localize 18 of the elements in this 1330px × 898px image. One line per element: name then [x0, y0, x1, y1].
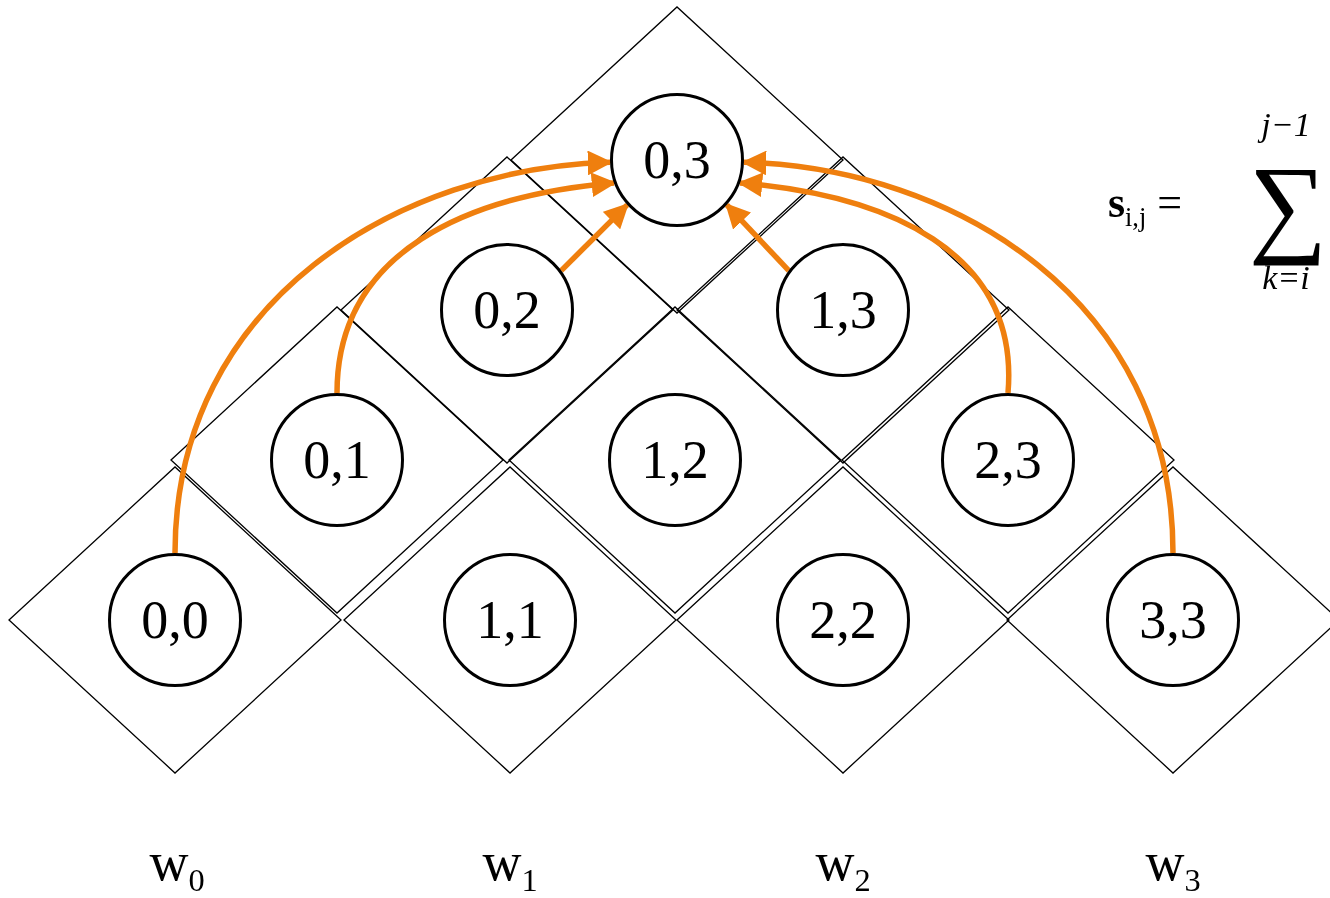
node-label: 0,0 [141, 593, 209, 647]
node-label: 0,2 [473, 283, 541, 337]
node-label: 3,3 [1139, 593, 1207, 647]
arrow [737, 173, 1011, 393]
word-label: w$_{3}$ [1145, 830, 1201, 898]
node-label: 2,3 [974, 433, 1042, 487]
node-label: 1,2 [641, 433, 709, 487]
node-label: 1,3 [809, 283, 877, 337]
node-label: 1,1 [476, 593, 544, 647]
node-label: 2,2 [809, 593, 877, 647]
formula-text: s$_{i,j}$ = [1107, 176, 1183, 234]
node-label: 0,3 [643, 133, 711, 187]
word-label: w$_{2}$ [815, 830, 871, 898]
node-label: 0,1 [303, 433, 371, 487]
arrow [724, 202, 791, 273]
arrow [334, 173, 617, 394]
word-label: w$_{1}$ [482, 830, 538, 898]
word-label: w$_{0}$ [149, 830, 205, 898]
